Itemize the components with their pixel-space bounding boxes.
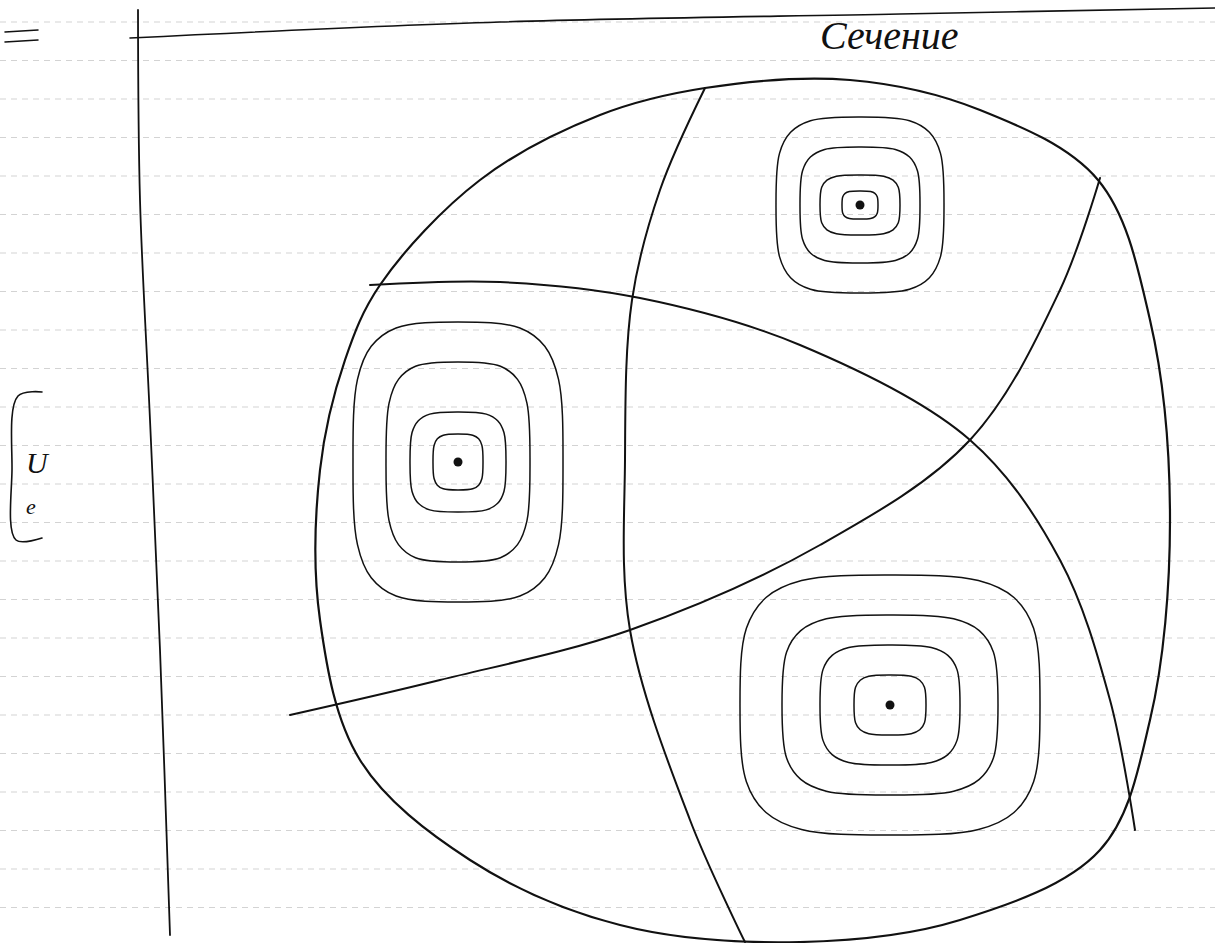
- contour-line: [800, 147, 920, 263]
- bracket-label: U: [26, 448, 48, 478]
- dividing-curve: [624, 88, 745, 942]
- contour-line: [820, 175, 900, 235]
- ruled-line: [0, 484, 1215, 485]
- ruled-line: [0, 830, 1215, 831]
- contour-line: [854, 675, 926, 735]
- ruled-line: [0, 214, 1215, 215]
- contour-line: [782, 615, 998, 795]
- contour-line: [776, 117, 944, 293]
- ruled-line: [0, 137, 1215, 138]
- heading-label: Сечение: [820, 16, 959, 56]
- contour-line: [820, 645, 960, 765]
- centre-dot: [454, 458, 463, 467]
- ruled-line: [0, 368, 1215, 369]
- ruled-line: [0, 715, 1215, 716]
- centre-dot: [856, 201, 865, 210]
- ruled-line: [0, 22, 1215, 23]
- contour-line: [386, 362, 530, 562]
- ruled-line: [0, 522, 1215, 523]
- centre-dot: [886, 701, 895, 710]
- ruled-line: [0, 792, 1215, 793]
- contour-line: [410, 412, 506, 512]
- ruled-line: [0, 407, 1215, 408]
- ruled-line: [0, 869, 1215, 870]
- ruled-line: [0, 330, 1215, 331]
- equals-mark: [5, 40, 38, 42]
- top-rule: [130, 8, 1215, 38]
- ruled-line: [0, 176, 1215, 177]
- ruled-line: [0, 253, 1215, 254]
- ruled-line: [0, 99, 1215, 100]
- ruled-line: [0, 676, 1215, 677]
- section-outline: [315, 79, 1170, 943]
- dividing-curve: [370, 282, 1135, 830]
- ruled-line: [0, 599, 1215, 600]
- ruled-line: [0, 907, 1215, 908]
- contour-line: [433, 434, 483, 490]
- contour-line: [842, 191, 878, 219]
- dividing-curve: [290, 178, 1100, 715]
- ruled-line: [0, 445, 1215, 446]
- bracket-label: e: [26, 496, 36, 518]
- ruled-line: [0, 60, 1215, 61]
- ruled-line: [0, 753, 1215, 754]
- margin-line: [138, 10, 170, 935]
- contour-line: [740, 575, 1040, 835]
- ruled-line: [0, 561, 1215, 562]
- ruled-lines: [0, 22, 1215, 908]
- equals-mark: [5, 30, 38, 32]
- contour-line: [353, 322, 563, 602]
